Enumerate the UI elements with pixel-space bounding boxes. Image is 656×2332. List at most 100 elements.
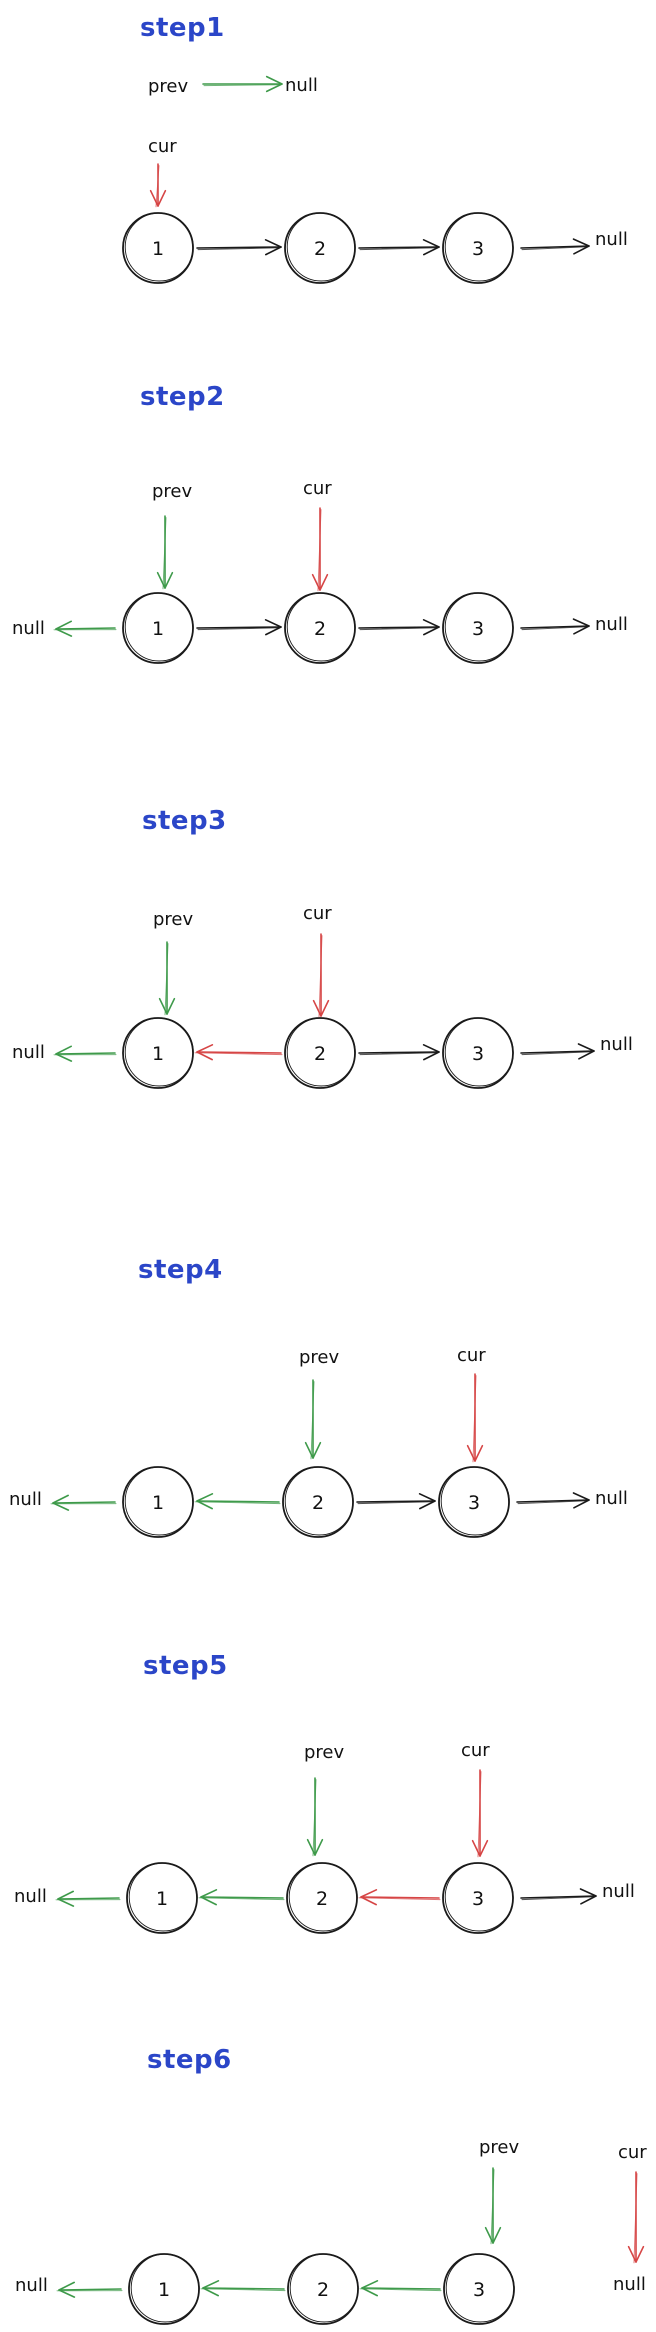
null-label: null	[14, 1886, 47, 1907]
cur-pointer-label: cur	[148, 136, 177, 157]
node-2: 2	[284, 212, 356, 284]
node-1: 1	[122, 1466, 194, 1538]
node-2: 2	[284, 592, 356, 664]
link-arrow	[520, 1043, 595, 1060]
null-label: null	[15, 2275, 48, 2296]
link-arrow	[196, 619, 282, 636]
node-3: 3	[442, 592, 514, 664]
node-label: 3	[472, 238, 484, 260]
link-arrow	[520, 1888, 597, 1905]
step-1-group: step1 1 2 3 null prev null cur	[122, 13, 628, 284]
null-label: null	[285, 75, 318, 96]
link-arrow	[53, 620, 117, 637]
null-label: null	[595, 229, 628, 250]
node-3: 3	[443, 2253, 515, 2325]
node-3: 3	[438, 1466, 510, 1538]
prev-pointer-label: prev	[299, 1347, 340, 1368]
link-arrow	[358, 239, 440, 256]
prev-pointer-arrow	[306, 1777, 324, 1857]
link-arrow	[56, 2281, 123, 2298]
node-2: 2	[282, 1466, 354, 1538]
cur-pointer-arrow	[311, 507, 329, 592]
prev-pointer-label: prev	[153, 909, 194, 930]
null-label: null	[595, 1488, 628, 1509]
prev-pointer-label: prev	[479, 2137, 520, 2158]
node-1: 1	[122, 212, 194, 284]
link-arrow	[194, 1044, 283, 1061]
null-label: null	[12, 1042, 45, 1063]
node-label: 1	[156, 1888, 168, 1910]
link-arrow	[200, 2280, 286, 2297]
node-label: 2	[316, 1888, 328, 1910]
link-arrow	[358, 1889, 441, 1906]
node-label: 3	[472, 1888, 484, 1910]
step-2-group: step2 1 2 3 null null prev cur	[12, 382, 628, 664]
cur-pointer-arrow	[149, 163, 167, 208]
step-title: step4	[138, 1255, 223, 1285]
node-1: 1	[122, 1017, 194, 1089]
prev-pointer-arrow	[158, 941, 176, 1016]
node-1: 1	[128, 2253, 200, 2325]
link-arrow	[520, 238, 590, 255]
node-label: 3	[472, 618, 484, 640]
node-1: 1	[126, 1862, 198, 1934]
node-label: 1	[152, 1043, 164, 1065]
node-label: 2	[314, 238, 326, 260]
cur-pointer-label: cur	[457, 1345, 486, 1366]
step-title: step3	[142, 806, 227, 836]
node-label: 1	[152, 618, 164, 640]
link-arrow	[358, 1044, 440, 1061]
step-title: step5	[143, 1651, 228, 1681]
cur-pointer-label: cur	[303, 903, 332, 924]
step-4-group: step4 1 2 3 null null prev cur	[9, 1255, 628, 1538]
node-3: 3	[442, 1017, 514, 1089]
prev-pointer-label: prev	[148, 76, 189, 97]
node-2: 2	[286, 1862, 358, 1934]
link-arrow	[358, 619, 440, 636]
prev-pointer-arrow	[202, 75, 283, 93]
cur-pointer-arrow	[312, 933, 330, 1018]
link-arrow	[55, 1890, 121, 1907]
node-label: 2	[314, 1043, 326, 1065]
node-label: 1	[152, 238, 164, 260]
null-label: null	[9, 1489, 42, 1510]
null-label: null	[595, 614, 628, 635]
cur-pointer-arrow	[471, 1769, 489, 1858]
null-label: null	[602, 1881, 635, 1902]
step-title: step6	[147, 2045, 232, 2075]
null-label: null	[12, 618, 45, 639]
node-label: 2	[312, 1492, 324, 1514]
link-arrow	[520, 618, 590, 635]
node-1: 1	[122, 592, 194, 664]
node-3: 3	[442, 1862, 514, 1934]
step-title: step1	[140, 13, 225, 43]
step-title: step2	[140, 382, 225, 412]
node-label: 3	[468, 1492, 480, 1514]
node-label: 1	[152, 1492, 164, 1514]
node-2: 2	[287, 2253, 359, 2325]
prev-pointer-arrow	[304, 1379, 322, 1460]
link-arrow	[194, 1493, 281, 1510]
link-arrow	[359, 2280, 442, 2297]
node-3: 3	[442, 212, 514, 284]
prev-pointer-label: prev	[152, 481, 193, 502]
link-arrow	[50, 1494, 117, 1511]
cur-pointer-arrow	[627, 2171, 645, 2264]
cur-pointer-label: cur	[303, 478, 332, 499]
prev-pointer-arrow	[484, 2167, 502, 2245]
cur-pointer-arrow	[466, 1373, 484, 1463]
link-arrow	[198, 1889, 285, 1906]
node-label: 3	[472, 1043, 484, 1065]
step-3-group: step3 1 2 3 null null prev cur	[12, 806, 633, 1089]
node-label: 3	[473, 2279, 485, 2301]
null-label: null	[600, 1034, 633, 1055]
node-label: 2	[317, 2279, 329, 2301]
link-arrow	[53, 1045, 117, 1062]
null-label: null	[613, 2274, 646, 2295]
node-2: 2	[284, 1017, 356, 1089]
prev-pointer-arrow	[156, 515, 174, 590]
cur-pointer-label: cur	[461, 1740, 490, 1761]
